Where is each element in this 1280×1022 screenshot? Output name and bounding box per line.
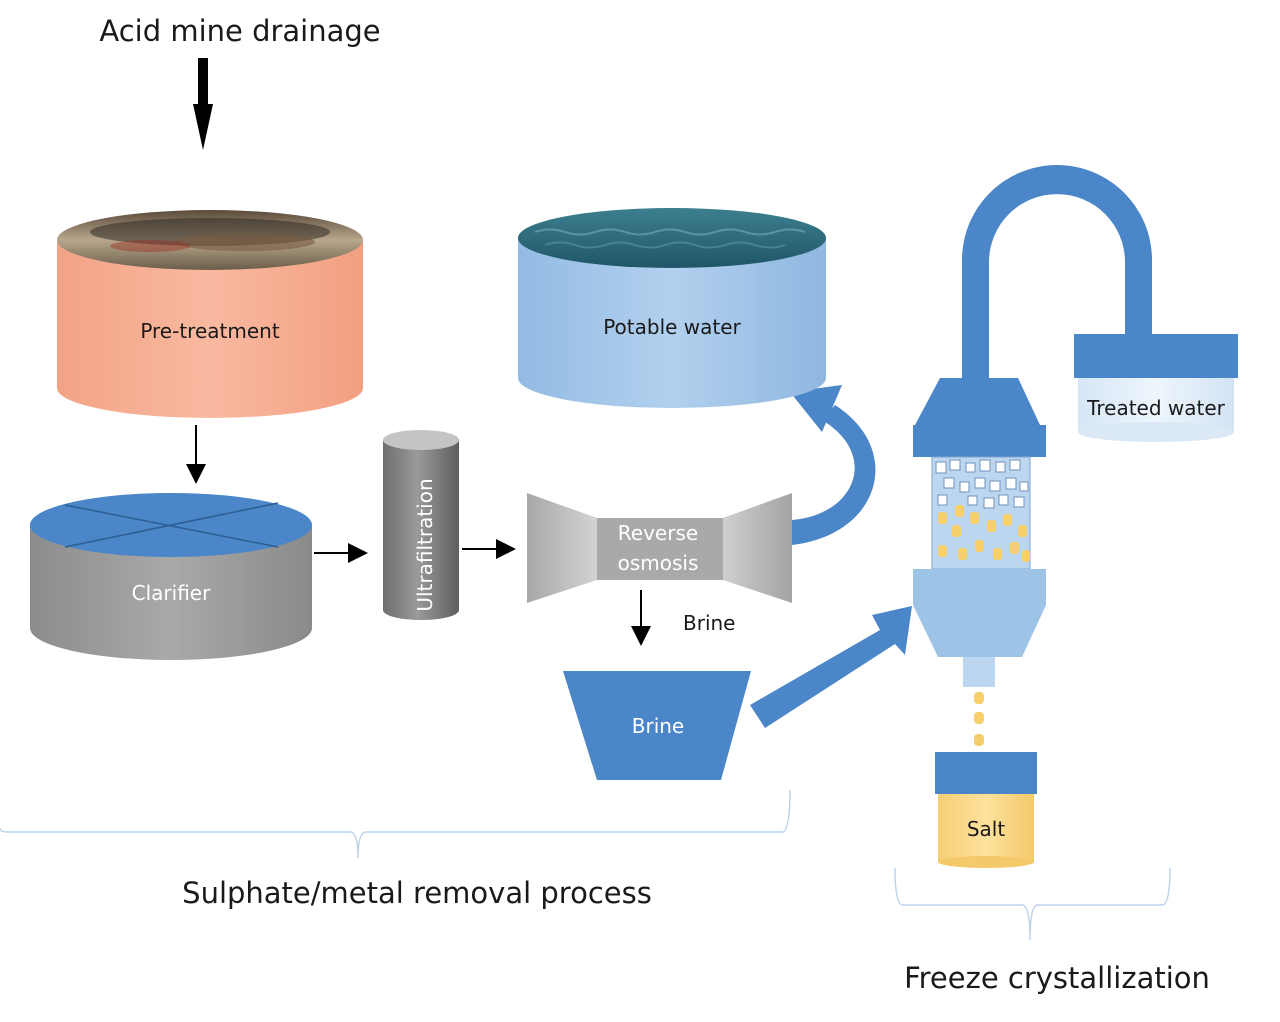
ultrafiltration-label: Ultrafiltration — [413, 478, 437, 611]
freeze-crystallizer — [913, 165, 1152, 746]
sulphate-brace — [0, 789, 791, 859]
ro-to-potable-arrow — [790, 385, 876, 545]
freeze-group-label: Freeze crystallization — [904, 961, 1210, 995]
input-label: Acid mine drainage — [99, 14, 380, 48]
input-arrow — [193, 58, 213, 150]
clarifier-label: Clarifier — [132, 581, 211, 605]
brine-to-crystallizer-arrow — [750, 606, 912, 728]
clarifier-tank: Clarifier — [30, 493, 312, 660]
brine-stream-label: Brine — [683, 611, 735, 635]
ro-label-line2: osmosis — [618, 551, 699, 575]
salt-jar: Salt — [935, 752, 1037, 868]
reverse-osmosis-unit: Reverse osmosis — [527, 493, 792, 603]
pretreatment-tank: Pre-treatment — [57, 210, 363, 418]
treated-water-label: Treated water — [1086, 396, 1226, 420]
sulphate-group-label: Sulphate/metal removal process — [182, 876, 652, 910]
potable-water-tank: Potable water — [518, 208, 826, 408]
ro-label-line1: Reverse — [618, 521, 698, 545]
brine-tank-label: Brine — [632, 714, 684, 738]
ultrafiltration-column: Ultrafiltration — [383, 430, 459, 620]
potable-water-label: Potable water — [603, 315, 741, 339]
freeze-brace — [894, 867, 1171, 941]
pretreatment-label: Pre-treatment — [140, 319, 280, 343]
brine-tank: Brine — [563, 671, 751, 780]
salt-label: Salt — [967, 817, 1006, 841]
treated-water-tank: Treated water — [1074, 334, 1238, 442]
